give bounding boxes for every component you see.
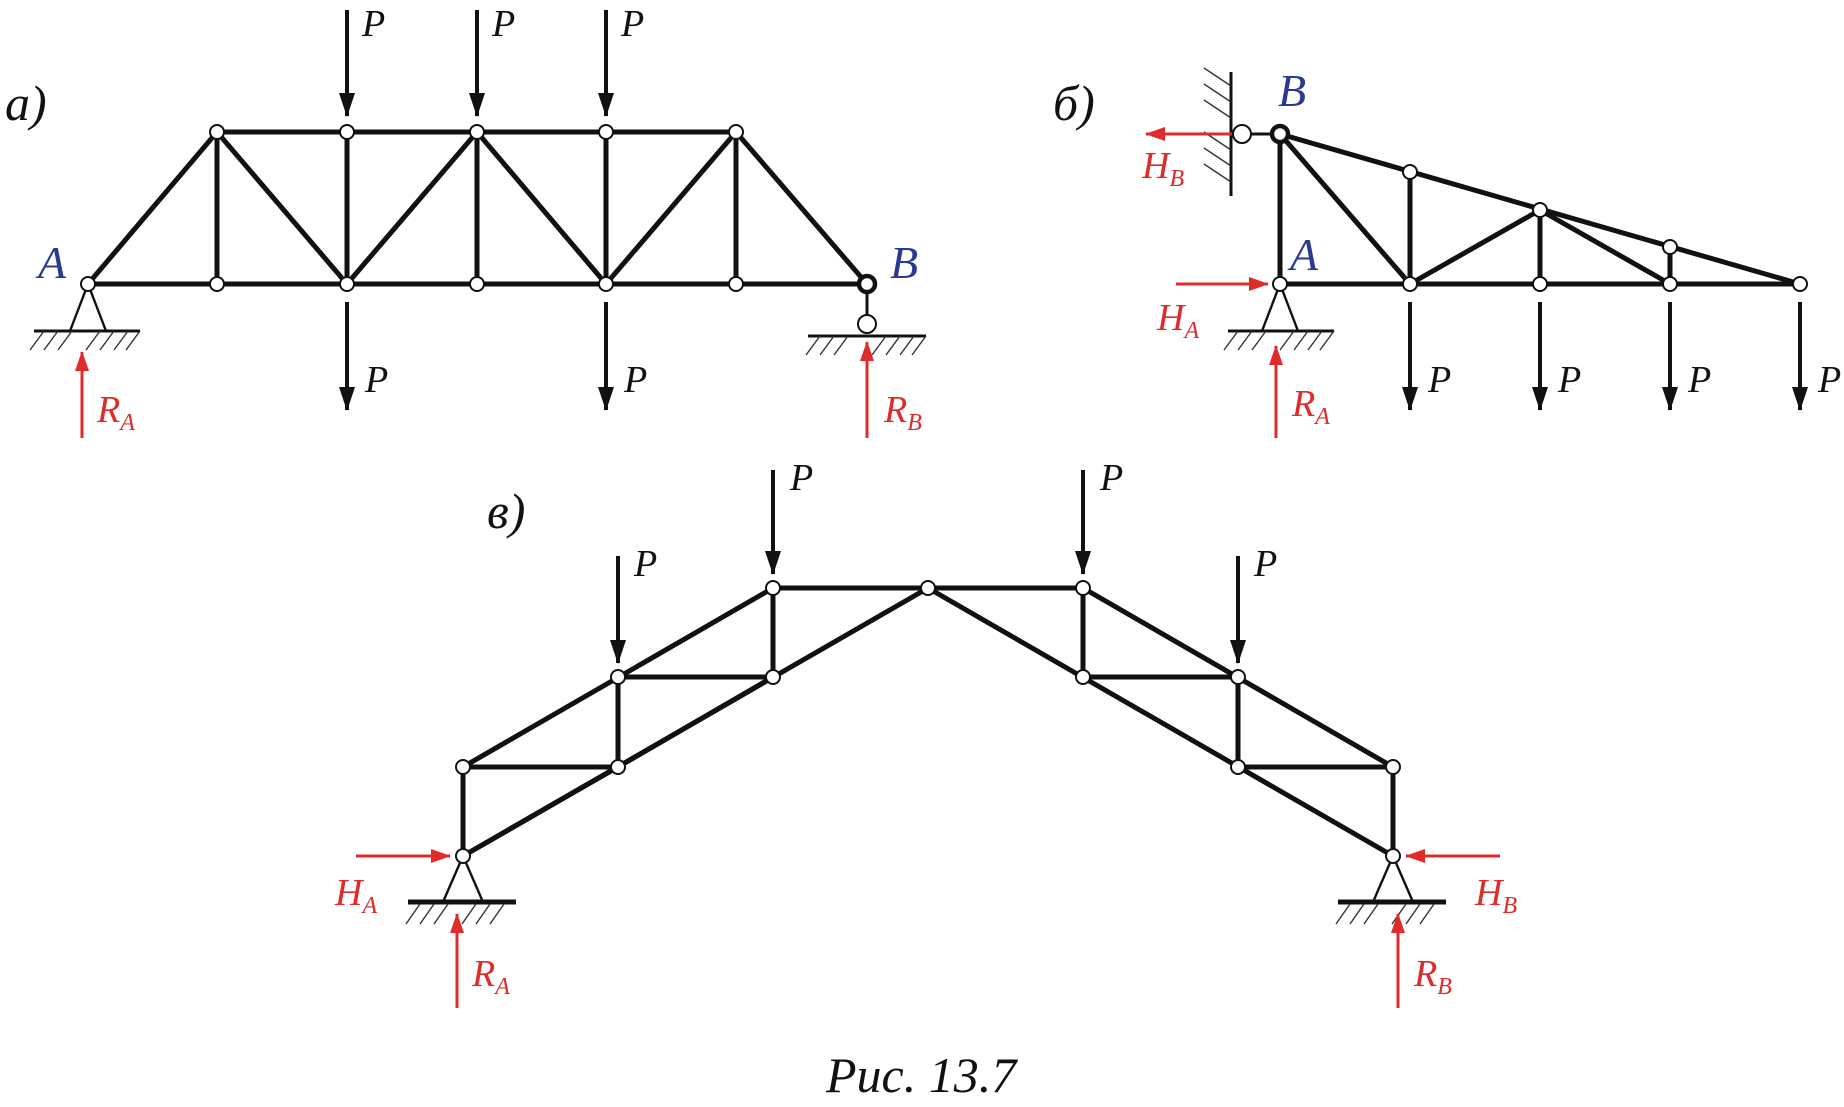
load-label: P [491,3,515,45]
reaction-rb-label: RB [1413,953,1452,1000]
loads-a-top: P P P [339,3,644,117]
reactions-b: HB HA RA [1141,127,1330,438]
load-label: P [1557,359,1581,401]
pin-support-a [29,280,141,351]
load-label: P [1687,359,1711,401]
load-label: P [361,3,385,45]
reaction-hb-label: HB [1141,145,1184,192]
loads-b: P P P P [1402,302,1841,411]
point-b-label: B [890,237,918,288]
reaction-ha-label: HA [1156,297,1199,344]
loads-v: P P P P [610,457,1277,664]
load-label: P [620,3,644,45]
reaction-rb-label: RB [883,389,922,436]
reaction-hb-label: HB [1474,872,1517,919]
load-label: P [364,359,388,401]
panel-b: б) P P [1053,65,1841,438]
wall-support-b [1203,67,1280,196]
point-a-label: A [35,237,67,288]
load-label: P [623,359,647,401]
truss-b-joints [1269,123,1808,292]
load-label: P [1099,457,1123,499]
truss-v-members [460,585,1396,859]
load-label: P [633,543,657,585]
pin-support-b [1335,852,1446,925]
panel-a-label: а) [5,75,47,131]
panel-a: а) P P P P P [5,3,927,438]
pin-support-a [1223,280,1335,351]
figure-caption: Рис. 13.7 [825,1047,1018,1103]
reactions-a: RA RB [75,341,922,438]
truss-a-members [85,129,873,287]
load-label: P [1253,543,1277,585]
truss-a-joints [80,124,878,295]
reaction-ra-label: RA [96,389,135,436]
point-a-label: A [1287,229,1319,280]
pin-support-a [405,852,516,925]
reaction-ra-label: RA [471,953,510,1000]
reactions-v: HA HB RA RB [334,849,1517,1008]
panel-v-label: в) [487,483,525,539]
load-label: P [1817,359,1841,401]
load-label: P [789,457,813,499]
panel-v: в) [334,457,1517,1008]
truss-v-joints [455,580,1401,864]
reaction-ha-label: HA [334,872,377,919]
load-label: P [1427,359,1451,401]
reaction-ra-label: RA [1291,383,1330,430]
panel-b-label: б) [1053,75,1095,131]
loads-a-bottom: P P [339,302,647,411]
point-b-label: B [1278,65,1306,116]
